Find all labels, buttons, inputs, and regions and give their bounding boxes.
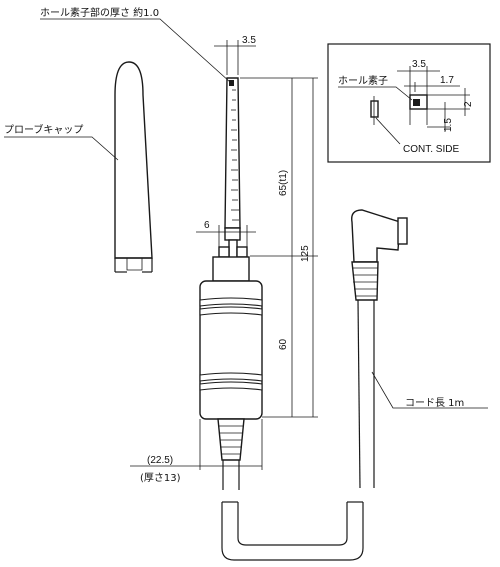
inset-depth-text: 1.5 [443, 118, 454, 132]
dim-body-width-text: (22.5) [147, 455, 173, 466]
probe-cap [114, 61, 153, 273]
connector [351, 209, 408, 489]
inset-offset-text: 1.7 [440, 75, 454, 86]
dim-tip-width-text: 3.5 [242, 35, 256, 46]
inset-height-text: 2 [463, 101, 474, 107]
probe-handle [199, 280, 263, 420]
probe-cap-text: プローブキャップ [4, 123, 83, 136]
cord-loop [221, 501, 364, 561]
dim-stem-width-text: 6 [204, 220, 210, 231]
dim-body-width: (22.5) (厚さ13) [130, 419, 263, 484]
cord-length-text: コード長 1m [405, 397, 464, 409]
dim-tip-width: 3.5 [214, 35, 256, 75]
dim-body-thickness-text: (厚さ13) [140, 472, 181, 484]
cont-side-text: CONT. SIDE [403, 144, 459, 155]
inset-width-text: 3.5 [412, 59, 426, 70]
dim-total-length-text: 125 [300, 245, 311, 262]
hall-element-text: ホール素子 [338, 74, 388, 87]
hall-thickness-text: ホール素子部の厚さ 約1.0 [40, 6, 159, 19]
dim-handle-length-text: 60 [278, 338, 289, 350]
probe-stem [212, 227, 250, 282]
cord-length-label: コード長 1m [371, 371, 488, 409]
hall-thickness-label: ホール素子部の厚さ 約1.0 [40, 6, 231, 83]
hall-element-inset: 3.5 1.7 2 1.5 ホール素子 CONT. SIDE [327, 43, 491, 163]
dim-probe-length-text: 65(t1) [278, 170, 289, 196]
probe-cap-label: プローブキャップ [4, 123, 119, 161]
strain-relief [217, 418, 245, 490]
dim-vertical: 65(t1) 125 60 [240, 77, 318, 418]
probe-tip [224, 77, 241, 229]
dim-stem-width: 6 [196, 220, 256, 247]
